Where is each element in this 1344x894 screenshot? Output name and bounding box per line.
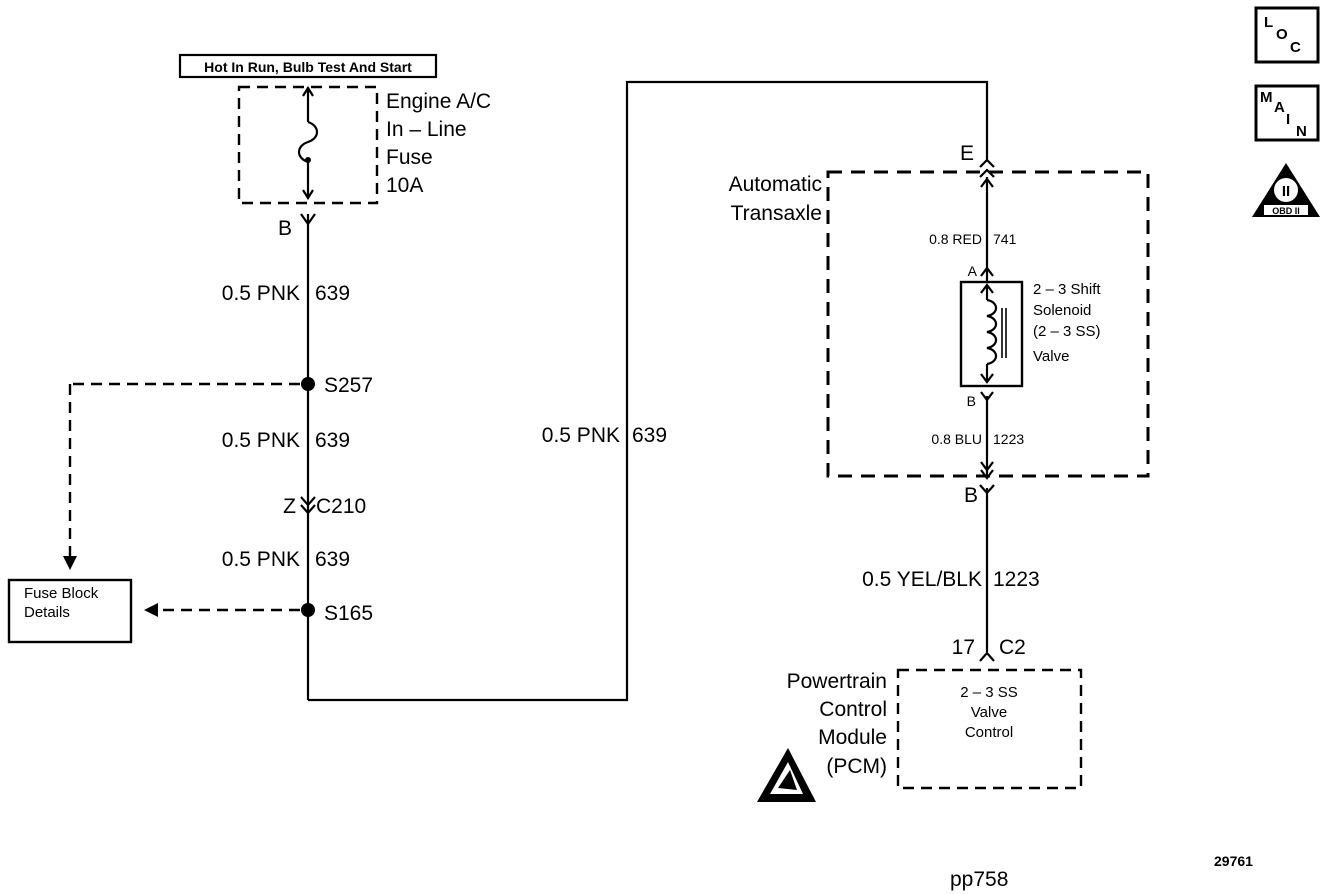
pcm-label-line1: Powertrain: [787, 670, 887, 693]
wire3-gauge: 0.5 PNK: [222, 548, 300, 571]
arrow-left-icon: [144, 603, 158, 617]
power-source-label: Hot In Run, Bulb Test And Start: [204, 59, 412, 75]
wire-639-loop: [308, 80, 989, 702]
transaxle-pin-b-out: B: [964, 484, 978, 507]
wire3-circuit: 639: [315, 548, 350, 571]
wire5-circuit: 741: [993, 231, 1017, 247]
engine-ac-fuse: Engine A/C In – Line Fuse 10A: [237, 85, 491, 205]
fuse-label-line1: Engine A/C: [386, 90, 491, 113]
loc-o: O: [1276, 26, 1288, 43]
obd-ii-icon[interactable]: II OBD II: [1252, 163, 1320, 217]
wire1-circuit: 639: [315, 282, 350, 305]
wire5-gauge: 0.8 RED: [929, 231, 982, 247]
pcm-box: [896, 668, 1083, 790]
fuse-label-line2: In – Line: [386, 118, 467, 141]
shift-solenoid: [959, 280, 1024, 388]
obd-text: OBD II: [1272, 206, 1300, 216]
c210-label: C210: [316, 495, 366, 518]
main-a: A: [1274, 99, 1285, 116]
solenoid-line1: 2 – 3 Shift: [1033, 281, 1101, 298]
obd-num: II: [1282, 183, 1290, 200]
transaxle-label-line1: Automatic: [729, 173, 822, 196]
pcm-connector: C2: [999, 636, 1026, 659]
transaxle-label-line2: Transaxle: [731, 202, 822, 225]
c210-pin: Z: [283, 495, 296, 518]
page-code: pp758: [950, 868, 1008, 891]
pcm-box-line1: 2 – 3 SS: [960, 684, 1018, 701]
reference-number: 29761: [1214, 853, 1253, 869]
power-source-box: Hot In Run, Bulb Test And Start: [178, 53, 438, 79]
loc-l: L: [1264, 14, 1273, 31]
fuse-connector-label: B: [278, 217, 292, 240]
esd-warning-icon: [757, 748, 816, 802]
loc-c: C: [1290, 39, 1301, 56]
wire6-gauge: 0.8 BLU: [931, 431, 982, 447]
wire7-circuit: 1223: [993, 568, 1040, 591]
pcm-box-line3: Control: [965, 724, 1013, 741]
splice-s257-label: S257: [324, 374, 373, 397]
solenoid-line4: Valve: [1033, 348, 1069, 365]
main-i: I: [1286, 111, 1290, 128]
transaxle-pin-e: E: [960, 142, 974, 165]
fuse-label-line4: 10A: [386, 174, 423, 197]
pcm-label-line4: (PCM): [826, 755, 887, 778]
wire6-circuit: 1223: [993, 431, 1024, 447]
fuse-block-line1: Fuse Block: [24, 585, 99, 602]
solenoid-line3: (2 – 3 SS): [1033, 323, 1101, 340]
wire2-gauge: 0.5 PNK: [222, 429, 300, 452]
pcm-label-line3: Module: [818, 726, 887, 749]
splice-s165-label: S165: [324, 602, 373, 625]
loc-button[interactable]: L O C: [1254, 6, 1320, 64]
main-n: N: [1296, 123, 1307, 140]
splice-s165: [301, 603, 315, 617]
fuse-block-details-box[interactable]: Fuse Block Details: [7, 578, 133, 644]
main-button[interactable]: M A I N: [1254, 84, 1320, 142]
connector-c210: [300, 496, 316, 515]
solenoid-pin-a: A: [968, 263, 978, 279]
wire4-gauge: 0.5 PNK: [542, 424, 620, 447]
pcm-box-line2: Valve: [971, 704, 1007, 721]
wire4-circuit: 639: [632, 424, 667, 447]
wire1-gauge: 0.5 PNK: [222, 282, 300, 305]
solenoid-pin-b: B: [967, 393, 976, 409]
wire2-circuit: 639: [315, 429, 350, 452]
arrow-down-icon: [63, 556, 77, 570]
fuse-label-line3: Fuse: [386, 146, 433, 169]
pcm-label-line2: Control: [819, 698, 887, 721]
fuse-block-line2: Details: [24, 604, 70, 621]
solenoid-line2: Solenoid: [1033, 302, 1091, 319]
pcm-pin: 17: [952, 636, 975, 659]
wire7-gauge: 0.5 YEL/BLK: [862, 568, 982, 591]
main-m: M: [1260, 89, 1273, 106]
splice-s257: [301, 377, 315, 391]
